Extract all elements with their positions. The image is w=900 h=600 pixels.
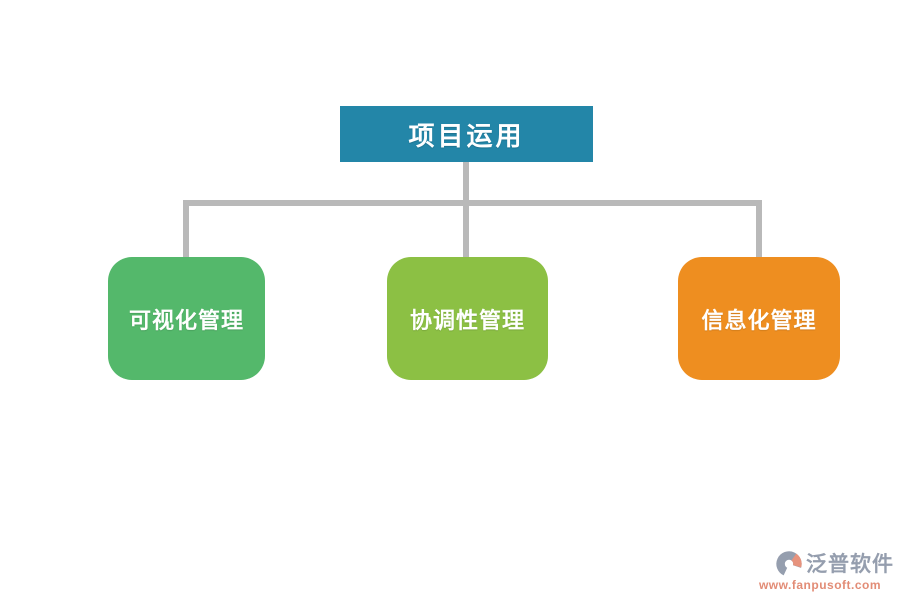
child-node-label: 信息化管理 bbox=[701, 307, 817, 333]
child-node-coordination-management: 协调性管理 bbox=[387, 257, 548, 380]
child-node-label: 可视化管理 bbox=[128, 307, 244, 333]
child-node-information-management: 信息化管理 bbox=[678, 257, 840, 380]
watermark: 泛普软件 www.fanpusoft.com bbox=[746, 548, 894, 592]
watermark-url-text: www.fanpusoft.com bbox=[758, 578, 882, 592]
child-node-visual-management: 可视化管理 bbox=[108, 257, 265, 380]
child-node-label: 协调性管理 bbox=[409, 307, 525, 333]
fanpu-logo-icon bbox=[776, 551, 802, 577]
watermark-brand-text: 泛普软件 bbox=[806, 553, 894, 576]
connector-branch-path bbox=[183, 200, 762, 259]
root-node: 项目运用 bbox=[340, 106, 593, 162]
root-node-label: 项目运用 bbox=[408, 120, 525, 151]
